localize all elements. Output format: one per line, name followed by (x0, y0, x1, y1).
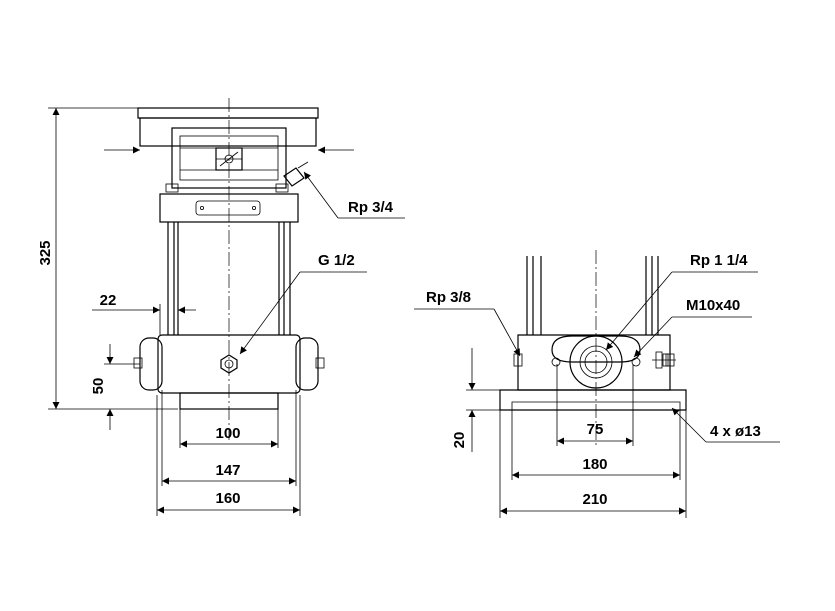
front-view (48, 98, 405, 516)
dim-147-label: 147 (215, 462, 240, 479)
dim-160-label: 160 (215, 490, 240, 507)
m10x40-label: M10x40 (686, 297, 740, 314)
dim-75-label: 75 (587, 421, 604, 438)
dim-210-label: 210 (582, 491, 607, 508)
g12-label: G 1/2 (318, 252, 355, 269)
dim-325-label: 325 (37, 240, 54, 265)
dim-100-label: 100 (215, 425, 240, 442)
dim-20-label: 20 (451, 432, 468, 449)
rp38-label: Rp 3/8 (426, 289, 471, 306)
dim-22-label: 22 (100, 292, 117, 309)
holes-label: 4 x ø13 (710, 423, 761, 440)
dim-50-label: 50 (90, 378, 107, 395)
rp34-label: Rp 3/4 (348, 199, 394, 216)
side-view (414, 250, 780, 518)
rp114-label: Rp 1 1/4 (690, 252, 748, 269)
dim-180-label: 180 (582, 456, 607, 473)
